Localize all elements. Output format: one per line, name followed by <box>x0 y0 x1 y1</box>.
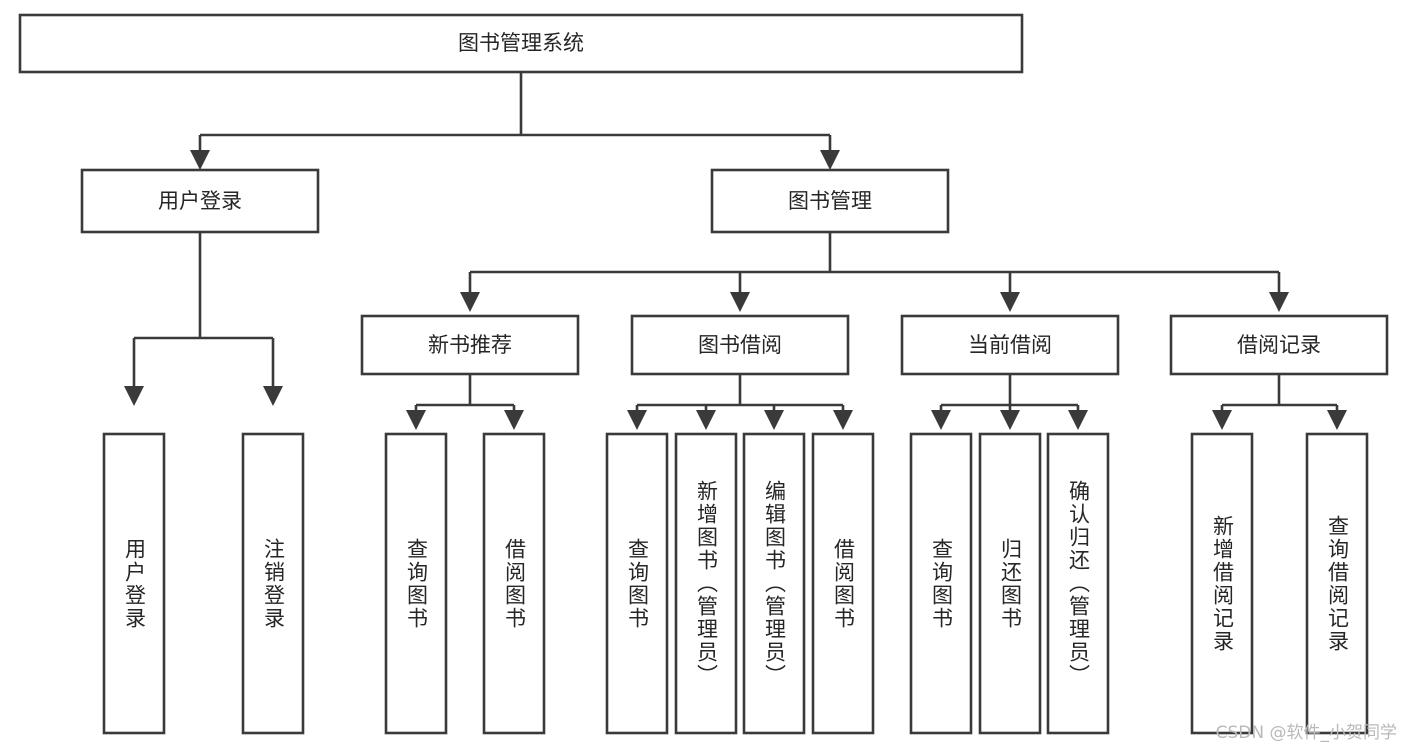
node-box-leaf-1[interactable] <box>241 432 305 735</box>
node-box-leaf-0[interactable] <box>102 432 166 735</box>
node-box-user-login[interactable] <box>80 168 320 234</box>
node-box-leaf-11[interactable] <box>1190 432 1254 735</box>
connector-book-borrow-to-leaves <box>627 375 853 430</box>
node-box-borrow-record[interactable] <box>1169 314 1389 376</box>
node-box-root[interactable] <box>18 13 1024 74</box>
node-box-leaf-5[interactable] <box>674 432 738 735</box>
connector-book-manage-to-level2 <box>460 233 1289 312</box>
node-box-leaf-2[interactable] <box>384 432 448 735</box>
node-box-book-borrow[interactable] <box>630 314 850 376</box>
connector-new-book-rec-to-leaves <box>406 375 524 430</box>
node-box-leaf-9[interactable] <box>978 432 1042 735</box>
connector-current-borrow-to-leaves <box>931 375 1088 430</box>
node-box-new-book-rec[interactable] <box>360 314 580 376</box>
connector-user-login-to-leaves <box>124 233 283 406</box>
node-box-book-manage[interactable] <box>710 168 950 234</box>
connector-root-to-level1 <box>190 72 840 170</box>
node-box-leaf-3[interactable] <box>482 432 546 735</box>
node-box-leaf-10[interactable] <box>1046 432 1110 735</box>
node-box-leaf-8[interactable] <box>909 432 973 735</box>
node-box-leaf-7[interactable] <box>811 432 875 735</box>
node-box-current-borrow[interactable] <box>900 314 1120 376</box>
node-box-leaf-4[interactable] <box>605 432 669 735</box>
node-box-leaf-12[interactable] <box>1305 432 1369 735</box>
connector-borrow-record-to-leaves <box>1212 375 1347 430</box>
node-box-leaf-6[interactable] <box>742 432 806 735</box>
